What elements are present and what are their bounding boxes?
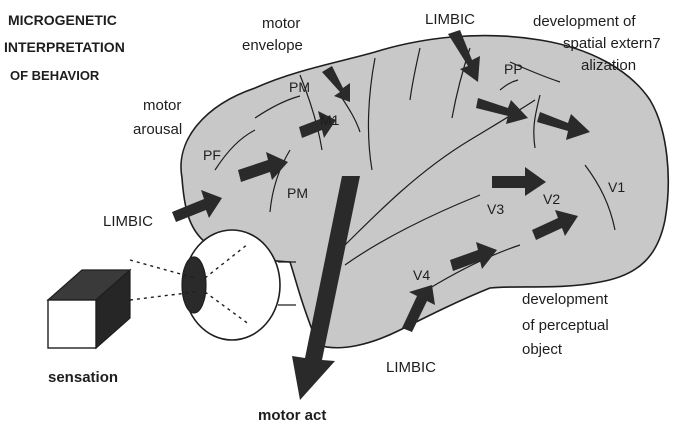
sensation-cube (48, 270, 130, 348)
region-pm-top: PM (289, 79, 310, 95)
limbic-bottom-label: LIMBIC (386, 359, 436, 376)
cube-front (48, 300, 96, 348)
region-v2: V2 (543, 191, 560, 207)
region-pp: PP (504, 61, 523, 77)
lens (182, 257, 206, 313)
dev-spatial-label-1: development of (533, 13, 636, 30)
title-line-1: MICROGENETIC (8, 12, 117, 28)
sensation-label: sensation (48, 369, 118, 386)
dev-spatial-label-2: spatial extern7 (563, 35, 661, 52)
region-v3: V3 (487, 201, 504, 217)
region-pm-bottom: PM (287, 185, 308, 201)
motor-envelope-label-1: motor (262, 15, 300, 32)
title-line-3: OF BEHAVIOR (10, 68, 100, 83)
dev-spatial-label-3: alization (581, 57, 636, 74)
region-v4: V4 (413, 267, 430, 283)
title-line-2: INTERPRETATION (4, 39, 125, 55)
dev-perceptual-label-1: development (522, 291, 609, 308)
limbic-top-label: LIMBIC (425, 11, 475, 28)
dev-perceptual-label-3: object (522, 341, 563, 358)
dev-perceptual-label-2: of perceptual (522, 317, 609, 334)
motor-arousal-label-1: motor (143, 97, 181, 114)
region-m1: M1 (320, 112, 340, 128)
region-v1: V1 (608, 179, 625, 195)
motor-act-label: motor act (258, 407, 326, 424)
motor-envelope-label-2: envelope (242, 37, 303, 54)
limbic-left-label: LIMBIC (103, 213, 153, 230)
region-pf: PF (203, 147, 221, 163)
motor-arousal-label-2: arousal (133, 121, 182, 138)
